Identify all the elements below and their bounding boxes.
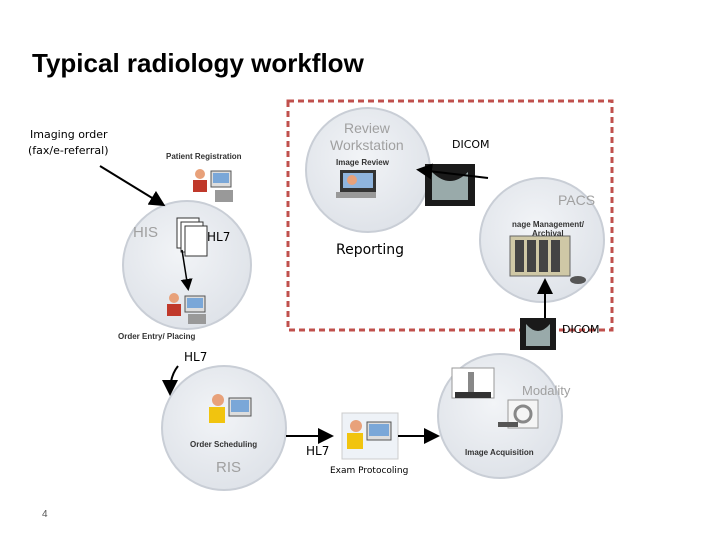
pacs-server-icon [509, 235, 586, 284]
document-stack-icon [176, 217, 208, 257]
reporting-boundary [286, 99, 614, 332]
mri-scanner-icon [498, 399, 539, 429]
review-label-line1: Review [344, 120, 390, 136]
hl7-bottom-label: HL7 [306, 444, 330, 458]
page-title: Typical radiology workflow [32, 48, 364, 78]
his-bottom-sublabel: Order Entry/ Placing [118, 332, 196, 341]
order-label-line2: (fax/e-referral) [28, 144, 109, 157]
radiograph-image-right [520, 318, 556, 350]
his-label: HIS [133, 224, 159, 241]
dicom-top-label: DICOM [452, 138, 490, 151]
order-scheduling-icon [209, 394, 252, 423]
arrow-order-to-his [99, 165, 166, 207]
radiograph-image-top [425, 164, 475, 206]
review-label-line2: Workstation [330, 137, 404, 153]
his-circle [122, 200, 252, 330]
patient-registration-icon [193, 169, 233, 202]
pacs-label: PACS [558, 192, 596, 208]
pacs-sublabel-line2: Archival [532, 229, 564, 238]
dicom-right-label: DICOM [562, 323, 600, 336]
modality-label: Modality [522, 383, 571, 398]
ris-circle [161, 365, 287, 491]
pacs-sublabel-line1: nage Management/ [512, 220, 585, 229]
exam-protocoling-icon [341, 412, 399, 460]
page-number: 4 [42, 509, 48, 520]
reporting-label: Reporting [336, 242, 405, 258]
arrow-review-dicom [416, 163, 489, 180]
review-sublabel: Image Review [336, 158, 389, 167]
ris-label: RIS [216, 459, 242, 476]
arrow-his-ris [162, 365, 179, 396]
image-review-icon [336, 170, 376, 198]
hl7-left-label: HL7 [184, 350, 208, 364]
hl7-his-label: HL7 [207, 230, 231, 244]
arrow-his-hl7-down [180, 249, 193, 291]
order-label-line1: Imaging order [30, 128, 108, 141]
ris-sublabel: Order Scheduling [190, 440, 258, 449]
his-top-sublabel: Patient Registration [166, 152, 242, 161]
xray-machine-icon [451, 367, 495, 399]
exam-protocoling-label: Exam Protocoling [330, 466, 409, 476]
modality-sublabel: Image Acquisition [465, 448, 534, 457]
order-entry-icon [167, 293, 206, 324]
